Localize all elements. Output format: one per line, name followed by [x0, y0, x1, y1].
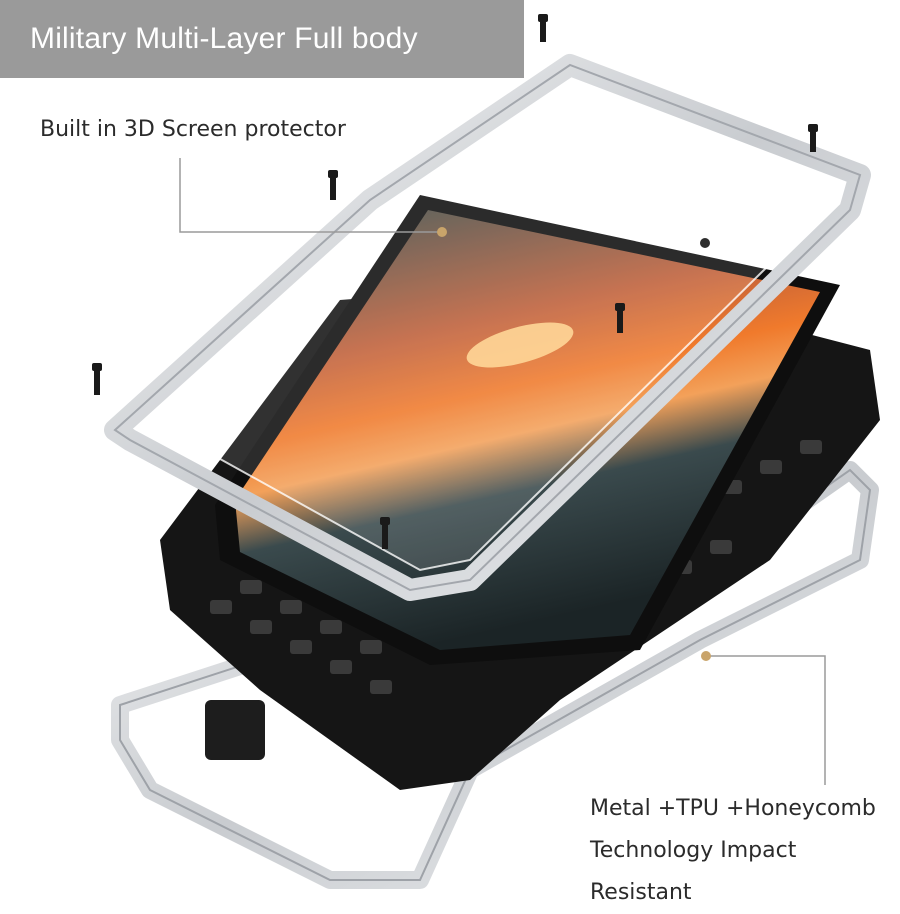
material-callout-line3: Resistant	[590, 880, 692, 905]
material-callout-line1: Metal +TPU +Honeycomb	[590, 796, 876, 821]
camera-hole-icon	[700, 238, 710, 248]
screw-icon	[538, 14, 548, 42]
screws	[92, 14, 818, 549]
kickstand-clip	[205, 700, 265, 760]
callout-leader-top	[179, 158, 447, 237]
material-callout-line2: Technology Impact	[590, 838, 797, 863]
phone-screen	[215, 195, 840, 665]
screen-protector-callout: Built in 3D Screen protector	[40, 117, 346, 142]
leader-dot-icon	[437, 227, 447, 237]
screw-icon	[92, 363, 102, 395]
screw-icon	[380, 517, 390, 549]
material-callout: Metal +TPU +Honeycomb Technology Impact …	[590, 788, 876, 914]
top-metal-frame	[104, 54, 871, 601]
leader-dot-icon	[701, 651, 711, 661]
callout-leader-bottom	[701, 651, 826, 785]
screw-icon	[615, 303, 625, 333]
screw-icon	[328, 170, 338, 200]
screw-icon	[808, 124, 818, 152]
title-banner: Military Multi-Layer Full body	[0, 0, 524, 78]
